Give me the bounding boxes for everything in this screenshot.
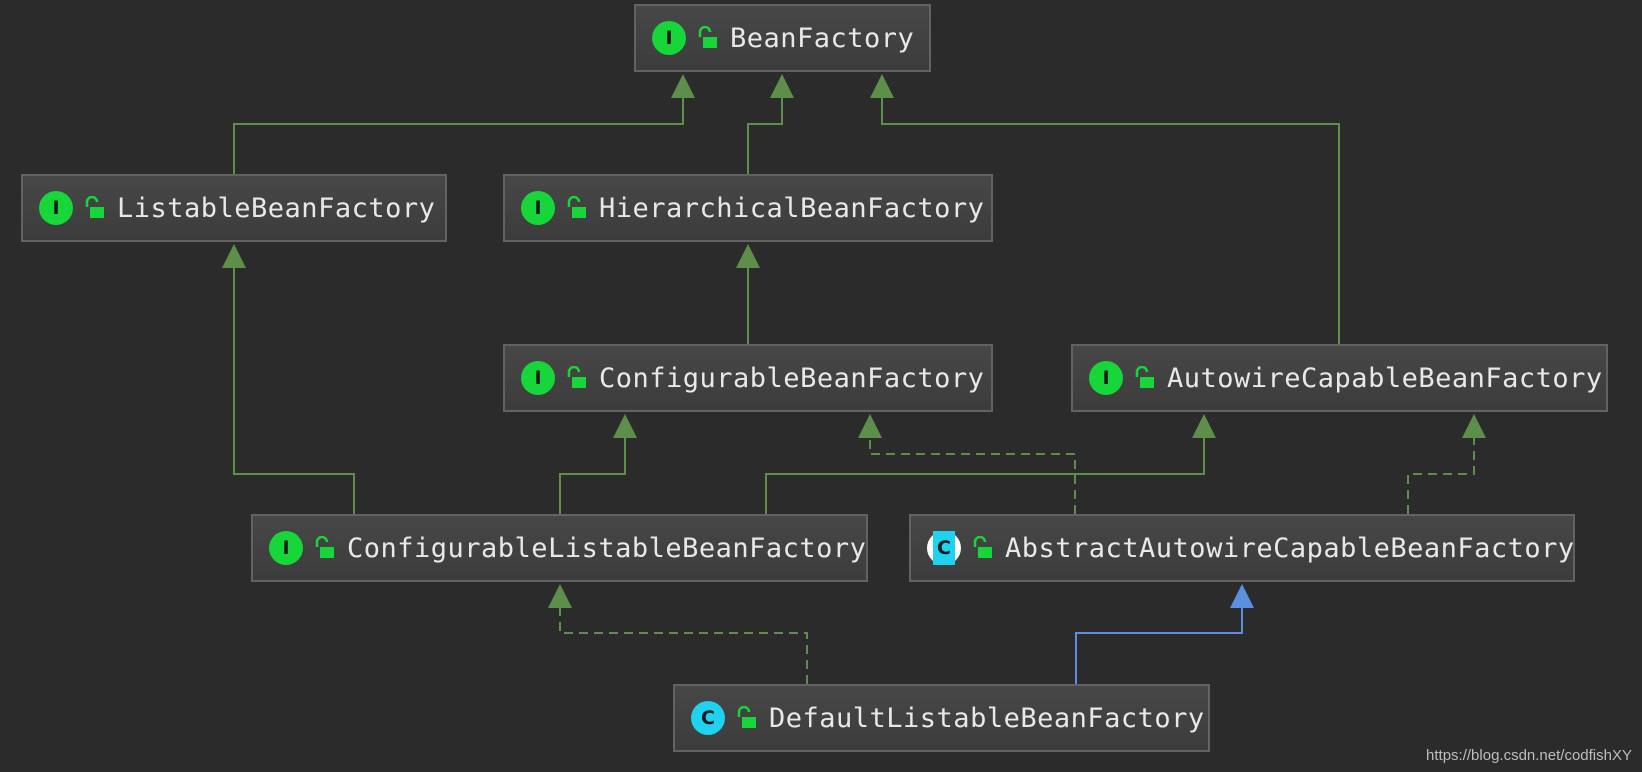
lock-open-icon <box>315 536 334 558</box>
edge-defaultlistable-to-abstractautowire <box>1075 608 1243 684</box>
arrowhead <box>870 74 894 98</box>
node-label: AutowireCapableBeanFactory <box>1167 362 1603 394</box>
node-configurablelistablebeanfactory[interactable]: I ConfigurableListableBeanFactory <box>251 514 868 582</box>
arrowhead <box>858 414 882 438</box>
edge-hierarchical-to-beanfactory <box>747 98 783 174</box>
node-abstractautowirecapablebeanfactory[interactable]: C AbstractAutowireCapableBeanFactory <box>909 514 1575 582</box>
watermark: https://blog.csdn.net/codfishXY <box>1426 747 1632 764</box>
node-beanfactory[interactable]: I BeanFactory <box>634 4 931 72</box>
interface-icon: I <box>652 21 686 55</box>
interface-icon: I <box>521 191 555 225</box>
lock-open-icon <box>737 706 756 728</box>
node-label: DefaultListableBeanFactory <box>769 702 1205 734</box>
node-hierarchicalbeanfactory[interactable]: I HierarchicalBeanFactory <box>503 174 993 242</box>
arrowhead <box>736 244 760 268</box>
arrowhead <box>770 74 794 98</box>
node-label: BeanFactory <box>730 22 915 54</box>
interface-icon: I <box>1089 361 1123 395</box>
arrowhead <box>1462 414 1486 438</box>
edge-autowire-to-beanfactory <box>881 98 1340 344</box>
node-listablebeanfactory[interactable]: I ListableBeanFactory <box>21 174 447 242</box>
interface-icon: I <box>521 361 555 395</box>
edge-configlistable-to-configurable <box>559 438 626 514</box>
arrowhead <box>548 584 572 608</box>
node-label: ListableBeanFactory <box>117 192 436 224</box>
node-defaultlistablebeanfactory[interactable]: C DefaultListableBeanFactory <box>673 684 1210 752</box>
lock-open-icon <box>85 196 104 218</box>
abstract-class-icon: C <box>927 531 961 565</box>
edge-configlistable-to-autowire <box>765 438 1205 514</box>
lock-open-icon <box>973 536 992 558</box>
node-autowirecapablebeanfactory[interactable]: I AutowireCapableBeanFactory <box>1071 344 1608 412</box>
interface-icon: I <box>269 531 303 565</box>
edge-defaultlistable-to-configlistable <box>559 608 808 684</box>
lock-open-icon <box>1135 366 1154 388</box>
lock-open-icon <box>567 196 586 218</box>
edge-abstractautowire-to-autowire <box>1407 438 1475 514</box>
class-icon: C <box>691 701 725 735</box>
arrowhead <box>1230 584 1254 608</box>
node-label: ConfigurableBeanFactory <box>599 362 985 394</box>
edge-listable-to-beanfactory <box>233 98 684 174</box>
interface-icon: I <box>39 191 73 225</box>
arrowhead <box>1192 414 1216 438</box>
arrowhead <box>671 74 695 98</box>
node-label: AbstractAutowireCapableBeanFactory <box>1005 532 1575 564</box>
node-configurablebeanfactory[interactable]: I ConfigurableBeanFactory <box>503 344 993 412</box>
node-label: HierarchicalBeanFactory <box>599 192 985 224</box>
arrowhead <box>222 244 246 268</box>
edge-abstractautowire-to-configurable <box>869 438 1076 514</box>
edge-configlistable-to-listable <box>233 268 355 514</box>
node-label: ConfigurableListableBeanFactory <box>347 532 867 564</box>
arrowhead <box>613 414 637 438</box>
lock-open-icon <box>567 366 586 388</box>
lock-open-icon <box>698 26 717 48</box>
